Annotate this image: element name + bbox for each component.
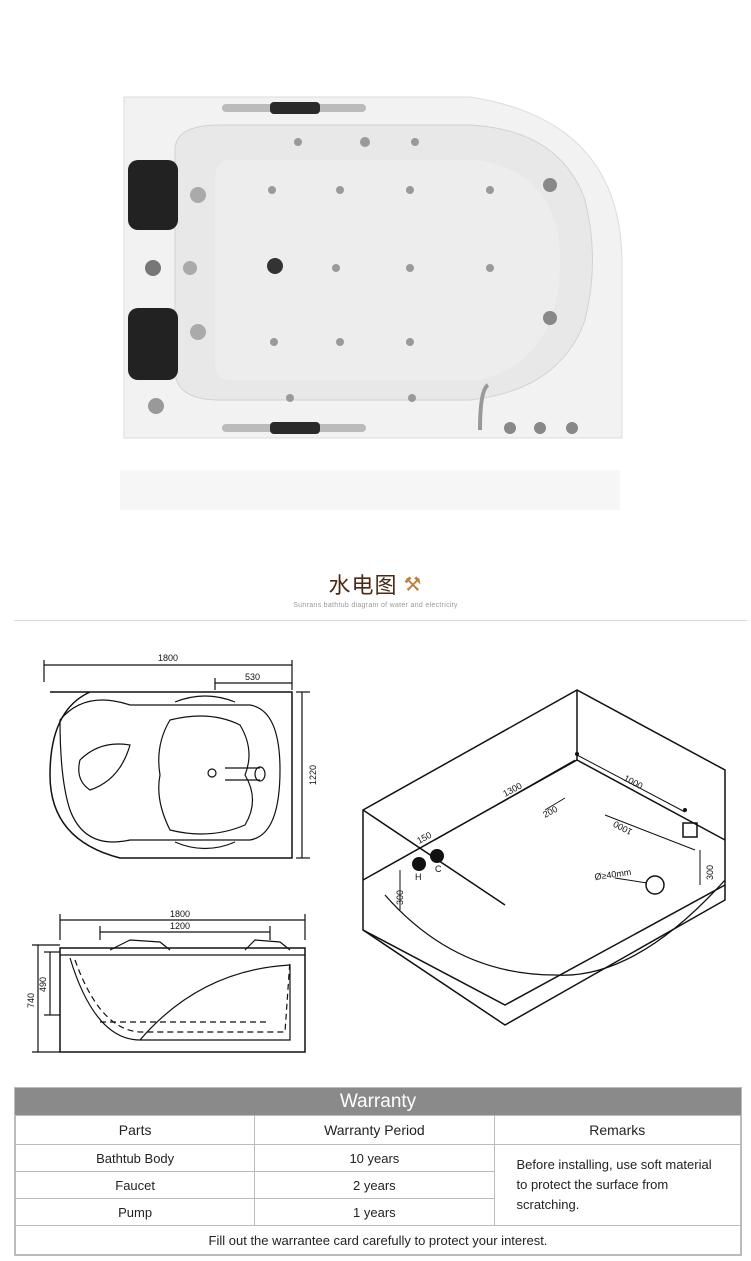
warranty-footer: Fill out the warrantee card carefully to… [15, 1225, 741, 1255]
cold-label: C [435, 864, 442, 874]
section-title-cn: 水电图 [328, 574, 398, 599]
side-length-label: 1800 [170, 909, 190, 919]
period-cell: 2 years [254, 1171, 495, 1199]
part-cell: Pump [14, 1198, 256, 1226]
period-cell: 10 years [254, 1144, 495, 1172]
remarks-cell: Before installing, use soft material to … [493, 1144, 741, 1226]
dim-1000-wall: 1000 [622, 773, 644, 791]
plan-length-label: 1800 [158, 653, 178, 663]
side-height-label: 740 [26, 993, 36, 1008]
period-cell: 1 years [254, 1198, 495, 1226]
header-period: Warranty Period [254, 1115, 495, 1145]
table-row: Bathtub Body 10 years Before installing,… [14, 1144, 741, 1226]
dim-300-right: 300 [705, 865, 715, 880]
side-view-diagram: 1800 1200 740 490 [26, 909, 306, 1053]
dim-300-left: 300 [395, 890, 405, 905]
installation-diagram: 1300 1000 1000 200 150 300 300 Ø≥40mm H … [362, 689, 726, 1026]
plan-width-label: 1220 [308, 765, 318, 785]
pillow-icon [128, 160, 178, 230]
tools-icon: ⚒ [403, 572, 423, 596]
dim-200: 200 [541, 804, 559, 820]
hot-water-inlet-icon [412, 857, 426, 871]
pillow-icon [128, 308, 178, 380]
hot-label: H [415, 872, 422, 882]
part-cell: Bathtub Body [14, 1144, 256, 1172]
section-subtitle: Sunrans bathtub diagram of water and ele… [293, 602, 458, 609]
table-row: Faucet 2 years [14, 1171, 741, 1199]
cold-water-inlet-icon [430, 849, 444, 863]
table-row: Pump 1 years [14, 1198, 741, 1226]
section-title: 水电图 ⚒ Sunrans bathtub diagram of water a… [0, 568, 751, 609]
bathtub-photo [0, 0, 751, 540]
warranty-title: Warranty [15, 1088, 741, 1115]
side-inner-length-label: 1200 [170, 921, 190, 931]
part-cell: Faucet [14, 1171, 256, 1199]
header-parts: Parts [14, 1115, 256, 1145]
warranty-table: Warranty Parts Warranty Period Remarks B… [14, 1087, 742, 1256]
header-remarks: Remarks [493, 1115, 741, 1145]
dim-150: 150 [415, 830, 433, 846]
side-inner-height-label: 490 [38, 977, 48, 992]
plan-view-diagram: 1800 530 1220 [43, 653, 318, 859]
plan-offset-label: 530 [245, 672, 260, 682]
divider [14, 620, 747, 621]
